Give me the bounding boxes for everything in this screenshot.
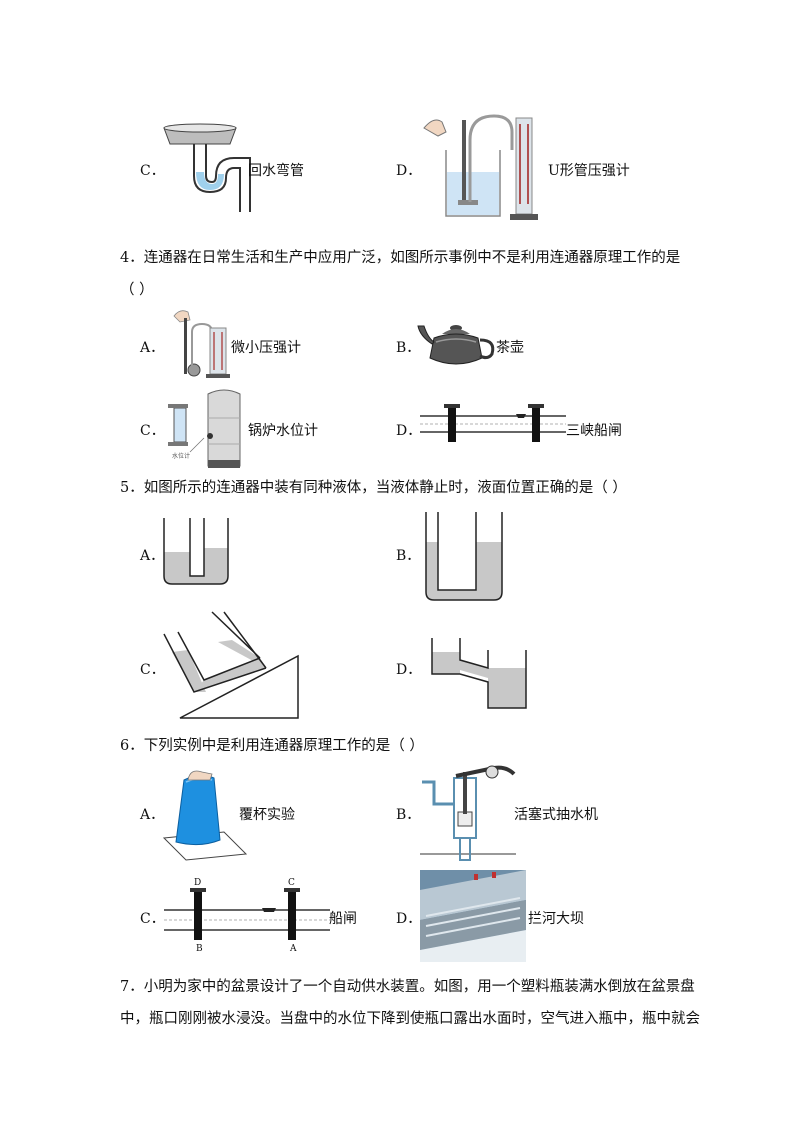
q5-option-c-letter: C．	[140, 662, 165, 678]
q4-c-boiler-water-gauge-image	[168, 389, 241, 468]
q6-c-point-b: B	[196, 944, 203, 954]
q4-option-b-letter: B．	[396, 340, 421, 356]
q5-a-connected-vessel-image	[163, 518, 229, 585]
q6-option-a-caption: 覆杯实验	[239, 807, 295, 823]
q3-d-u-tube-manometer-image	[423, 114, 538, 220]
q5-d-two-container-vessel-image	[431, 638, 527, 709]
q3-option-d-caption: U形管压强计	[548, 163, 630, 179]
q6-a-cup-experiment-image	[162, 770, 248, 861]
q3-option-c-caption: 回水弯管	[248, 163, 304, 179]
q6-option-d-caption: 拦河大坝	[528, 911, 584, 927]
q7-stem-line2: 中，瓶口刚刚被水浸没。当盘中的水位下降到使瓶口露出水面时，空气进入瓶中，瓶中就会	[120, 1011, 700, 1027]
q6-c-point-d: D	[194, 878, 202, 888]
q5-b-connected-vessel-image	[425, 512, 503, 601]
q6-option-b-caption: 活塞式抽水机	[514, 807, 598, 823]
q4-d-ship-lock-image	[420, 404, 566, 442]
q4-option-a-letter: A．	[140, 340, 165, 356]
q5-option-b-letter: B．	[396, 548, 421, 564]
q6-b-piston-pump-image	[420, 765, 516, 861]
q3-option-c-letter: C．	[140, 163, 165, 179]
q5-c-tilted-vessel-image	[163, 611, 299, 719]
q4-stem: 4．连通器在日常生活和生产中应用广泛，如图所示事例中不是利用连通器原理工作的是	[120, 250, 681, 266]
q4-option-b-caption: 茶壶	[496, 340, 524, 356]
q6-option-b-letter: B．	[396, 807, 421, 823]
q5-stem: 5．如图所示的连通器中装有同种液体，当液体静止时，液面位置正确的是（ ）	[120, 480, 627, 496]
q4-option-c-caption: 锅炉水位计	[248, 423, 318, 439]
q3-c-trap-pipe-image	[163, 123, 251, 212]
q6-option-d-letter: D．	[396, 911, 422, 927]
q6-c-ship-lock-diagram	[164, 888, 330, 940]
q6-c-point-a: A	[290, 944, 297, 954]
q4-c-inner-label: 水位计	[172, 453, 191, 460]
q6-option-a-letter: A．	[140, 807, 165, 823]
q6-stem: 6．下列实例中是利用连通器原理工作的是（ ）	[120, 738, 424, 754]
q4-option-c-letter: C．	[140, 423, 165, 439]
q5-option-a-letter: A．	[140, 548, 165, 564]
q4-a-micro-manometer-image	[173, 310, 230, 378]
q6-option-c-caption: 船闸	[329, 911, 357, 927]
q4-option-d-letter: D．	[396, 423, 422, 439]
q4-option-d-caption: 三峡船闸	[566, 423, 622, 439]
q4-answer-paren: （ ）	[120, 282, 154, 298]
q3-option-d-letter: D．	[396, 163, 422, 179]
q4-b-teapot-image	[417, 325, 495, 365]
q6-option-c-letter: C．	[140, 911, 165, 927]
q4-option-a-caption: 微小压强计	[231, 340, 301, 356]
q6-d-dam-photo	[420, 870, 526, 962]
q6-c-point-c: C	[288, 878, 295, 888]
q7-stem-line1: 7．小明为家中的盆景设计了一个自动供水装置。如图，用一个塑料瓶装满水倒放在盆景盘	[120, 979, 695, 995]
q5-option-d-letter: D．	[396, 662, 422, 678]
